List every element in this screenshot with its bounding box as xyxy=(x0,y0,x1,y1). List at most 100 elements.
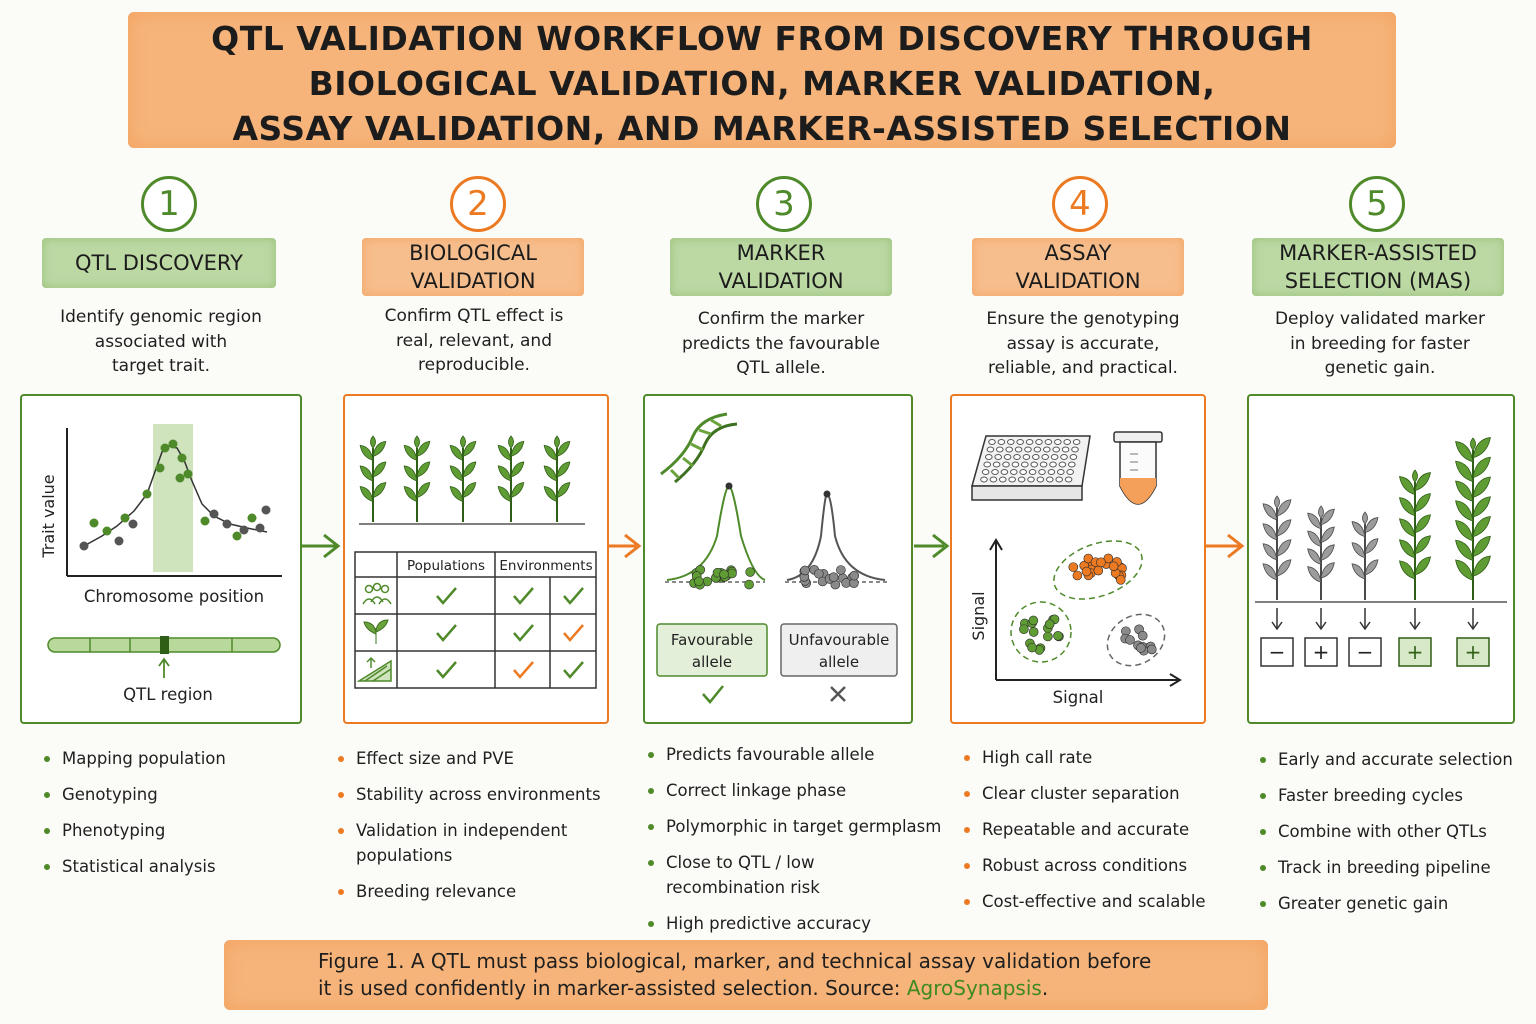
plant-icon xyxy=(359,435,387,522)
selection-sign-box xyxy=(1456,637,1490,667)
step-1-desc-line: Identify genomic region xyxy=(60,307,262,327)
plant-icon xyxy=(1307,505,1335,600)
list-item: Phenotyping xyxy=(42,818,312,843)
list-item: Greater genetic gain xyxy=(1258,891,1528,916)
title-banner xyxy=(128,12,1396,148)
check-icon xyxy=(563,624,584,642)
arrow-right-icon xyxy=(1206,533,1245,559)
check-icon xyxy=(563,661,584,679)
step-4-title: ASSAY VALIDATION xyxy=(972,238,1184,296)
selection-sign: − xyxy=(1357,640,1374,664)
list-item: Stability across environments xyxy=(336,782,612,807)
marker-validation-figure: Favourable allele Unfavourable allele xyxy=(656,412,898,704)
list-item: Robust across conditions xyxy=(962,853,1222,878)
selection-signs: −+−++ xyxy=(1260,608,1490,667)
selection-sign: + xyxy=(1407,640,1424,664)
caption-end: . xyxy=(1041,976,1049,1000)
step-2-desc-line: Confirm QTL effect is xyxy=(384,306,564,326)
qtl-region-label: QTL region xyxy=(123,685,213,704)
list-item: Mapping population xyxy=(42,746,312,771)
favourable-points xyxy=(689,565,755,590)
step-5-title-line-2: SELECTION (MAS) xyxy=(1284,269,1472,293)
plant-icon xyxy=(1351,511,1379,600)
validation-table xyxy=(354,551,597,689)
list-item: Close to QTL / low recombination risk xyxy=(646,850,866,900)
trait-points xyxy=(79,439,271,551)
selection-sign: − xyxy=(1269,640,1286,664)
step-4-description: Ensure the genotyping assay is accurate,… xyxy=(950,307,1216,381)
step-5-panel: −+−++ xyxy=(1247,394,1515,724)
check-icon xyxy=(436,624,457,642)
caption-line-1: Figure 1. A QTL must pass biological, ma… xyxy=(318,949,1152,973)
list-item: Genotyping xyxy=(42,782,312,807)
qtl-discovery-plot: Trait value Chromosome position QTL regi… xyxy=(39,424,282,704)
step-1-title: QTL DISCOVERY xyxy=(42,238,276,288)
cluster-green xyxy=(1010,601,1072,663)
check-icon xyxy=(513,624,534,642)
step-3-description: Confirm the marker predicts the favourab… xyxy=(650,307,912,381)
well-plate-icon xyxy=(971,435,1091,501)
arrow-right-icon xyxy=(302,533,341,559)
qtl-marker-band xyxy=(160,636,169,654)
cross-icon xyxy=(830,686,846,702)
unfavourable-label-line-1: Unfavourable xyxy=(789,631,890,649)
list-item: Repeatable and accurate xyxy=(962,817,1222,842)
step-3-title: MARKER VALIDATION xyxy=(670,238,892,296)
check-icon xyxy=(436,661,457,679)
step-2-title: BIOLOGICAL VALIDATION xyxy=(362,238,584,296)
favourable-label-line-1: Favourable xyxy=(671,631,753,649)
col-header-environments: Environments xyxy=(499,558,592,574)
step-1-description: Identify genomic region associated with … xyxy=(30,305,292,379)
qtl-peak-highlight xyxy=(153,424,193,572)
unfavourable-points xyxy=(799,565,860,590)
step-2-desc-line: real, relevant, and xyxy=(396,330,552,351)
step-2-number: 2 xyxy=(450,176,506,232)
step-4-desc-line: assay is accurate, xyxy=(1006,333,1160,354)
list-item: Validation in independent populations xyxy=(336,818,576,868)
check-icon xyxy=(513,661,534,679)
y-axis-label: Signal xyxy=(969,591,988,640)
step-3-title-line-1: MARKER xyxy=(736,241,826,265)
step-5-description: Deploy validated marker in breeding for … xyxy=(1246,307,1514,381)
step-1-panel: Trait value Chromosome position QTL regi… xyxy=(20,394,302,724)
list-item: Correct linkage phase xyxy=(646,778,946,803)
step-2-title-line-1: BIOLOGICAL xyxy=(409,241,537,265)
list-item: Polymorphic in target germplasm xyxy=(646,814,946,839)
step-2-desc-line: reproducible. xyxy=(418,355,530,375)
step-1-number: 1 xyxy=(141,176,197,232)
plant-icon xyxy=(449,435,477,522)
plant-icon xyxy=(1262,495,1292,600)
step-4-title-line-1: ASSAY xyxy=(1044,241,1112,265)
selection-sign: + xyxy=(1313,640,1330,664)
selection-sign-box xyxy=(1348,637,1382,667)
list-item: Breeding relevance xyxy=(336,879,612,904)
favourable-label-line-2: allele xyxy=(692,653,732,671)
step-3-desc-line: QTL allele. xyxy=(736,358,826,378)
list-item: Predicts favourable allele xyxy=(646,742,946,767)
caption-line-2: it is used confidently in marker-assiste… xyxy=(318,975,1278,1002)
favourable-peak xyxy=(666,484,766,581)
step-5-desc-line: in breeding for faster xyxy=(1290,333,1470,354)
check-icon xyxy=(702,685,724,704)
step-5-bullets: Early and accurate selection Faster bree… xyxy=(1258,747,1528,927)
step-4-panel: Signal Signal xyxy=(950,394,1206,724)
figure-caption: Figure 1. A QTL must pass biological, ma… xyxy=(318,948,1278,1002)
field-icon xyxy=(356,656,392,682)
step-4-number: 4 xyxy=(1052,176,1108,232)
step-1-title-line-1: QTL DISCOVERY xyxy=(75,251,243,275)
plant-icon xyxy=(1455,437,1491,600)
assay-validation-figure: Signal Signal xyxy=(969,431,1182,707)
list-item: Cost-effective and scalable xyxy=(962,889,1222,914)
step-5-desc-line: Deploy validated marker xyxy=(1274,309,1486,329)
biological-validation-figure: Populations Environments xyxy=(354,435,597,689)
step-3-number: 3 xyxy=(756,176,812,232)
step-1-bullets: Mapping population Genotyping Phenotypin… xyxy=(42,746,312,890)
unfavourable-label-line-2: allele xyxy=(819,653,859,671)
step-5-number: 5 xyxy=(1349,176,1405,232)
cluster-points xyxy=(1019,553,1157,656)
selection-sign-box xyxy=(1398,637,1432,667)
dna-icon xyxy=(660,412,738,484)
people-icon xyxy=(362,582,392,605)
y-axis-label: Trait value xyxy=(39,474,58,558)
mas-figure: −+−++ xyxy=(1255,437,1507,667)
